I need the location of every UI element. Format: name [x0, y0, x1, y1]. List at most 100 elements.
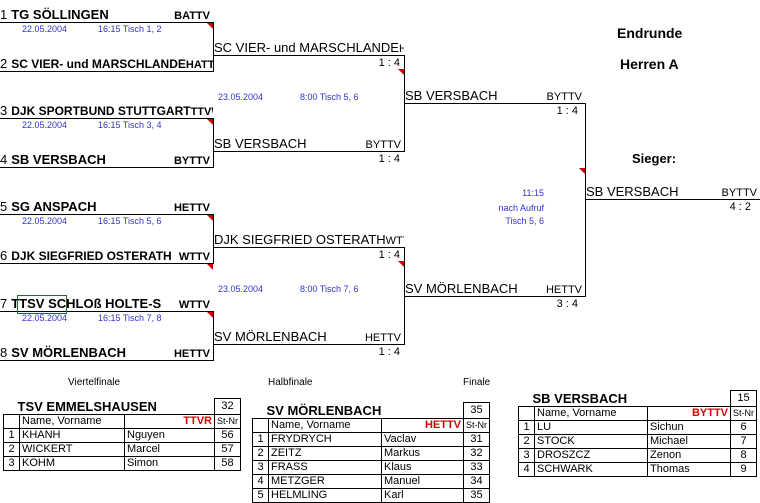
match-score: 1 : 4	[378, 346, 400, 358]
player-last-name: SCHWARK	[534, 461, 648, 477]
column-header-stnr: St-Nr	[463, 417, 490, 433]
team-verband: HATTV	[399, 43, 404, 55]
comment-marker-icon	[207, 264, 213, 270]
team-name-text: DJK SIEGFRIED OSTERATH	[214, 232, 386, 247]
player-number: 1	[518, 419, 535, 435]
player-number: 2	[518, 433, 535, 449]
player-first-name: Nguyen	[124, 427, 215, 443]
team-verband: WTTV	[385, 235, 404, 247]
team-verband: WTTV	[178, 251, 210, 263]
team-verband: HETTV	[173, 348, 210, 360]
player-stnr: 57	[214, 441, 241, 457]
match-time-table: 8:00 Tisch 7, 6	[300, 284, 359, 294]
team-verband: HATTV	[185, 59, 213, 71]
comment-marker-icon	[207, 312, 213, 318]
bracket-slot[interactable]: SV MÖRLENBACH HETTV	[214, 328, 404, 345]
player-stnr: 56	[214, 427, 241, 443]
final-table: Tisch 5, 6	[505, 216, 544, 226]
player-number: 3	[252, 459, 269, 475]
team-verband: BYTTV	[173, 155, 210, 167]
bracket-connector	[213, 22, 214, 72]
team-stnr: 15	[730, 390, 757, 407]
selected-cell[interactable]	[17, 295, 67, 314]
player-number: 3	[518, 447, 535, 463]
player-last-name: LU	[534, 419, 648, 435]
match-date: 23.05.2004	[218, 284, 264, 294]
player-first-name: Zenon	[647, 447, 731, 463]
team-name-text: SC VIER- und MARSCHLANDE	[11, 57, 186, 71]
comment-marker-icon	[398, 69, 404, 75]
match-date: 22.05.2004	[22, 120, 68, 130]
team-name-text: SV MÖRLENBACH	[11, 345, 127, 360]
team-name: SV MÖRLENBACH	[266, 402, 382, 418]
team-verband: WTTV	[178, 299, 210, 311]
player-stnr: 6	[730, 419, 757, 435]
player-number: 1	[3, 427, 20, 443]
team-name: SB VERSBACH	[405, 88, 497, 103]
bracket-slot[interactable]: SC VIER- und MARSCHLANDEHATTV	[214, 39, 404, 56]
team-verband: TTVWH	[190, 106, 213, 118]
page-subtitle: Herren A	[620, 56, 679, 72]
team-name-text: TTSV SCHLOß HOLTE-S	[11, 296, 162, 311]
match-date: 23.05.2004	[218, 92, 264, 102]
final-note: nach Aufruf	[498, 203, 544, 213]
player-last-name: KOHM	[19, 455, 125, 471]
row-number-header	[518, 405, 535, 421]
player-stnr: 9	[730, 461, 757, 477]
comment-marker-icon	[207, 23, 213, 29]
player-last-name: HELMLING	[268, 487, 382, 503]
column-header-stnr: St-Nr	[730, 405, 757, 421]
comment-marker-icon	[398, 261, 404, 267]
player-first-name: Simon	[124, 455, 215, 471]
team-name-text: SG ANSPACH	[11, 199, 97, 214]
bracket-slot[interactable]: 2SC VIER- und MARSCHLANDEHATTV	[0, 55, 213, 72]
player-last-name: METZGER	[268, 473, 382, 489]
team-verband: BATTV	[174, 10, 210, 22]
column-header-name: Name, Vorname	[268, 417, 382, 433]
player-stnr: 58	[214, 455, 241, 471]
player-number: 1	[252, 431, 269, 447]
team-verband: TTVR	[124, 413, 215, 429]
match-score: 1 : 4	[378, 249, 400, 261]
player-number: 4	[518, 461, 535, 477]
team-stnr: 35	[463, 402, 490, 419]
match-date: 22.05.2004	[22, 24, 68, 34]
column-header-stnr: St-Nr	[214, 413, 241, 429]
seed-number: 7	[0, 296, 8, 311]
team-name: SV MÖRLENBACH	[214, 329, 327, 344]
comment-marker-icon	[579, 168, 585, 174]
player-stnr: 8	[730, 447, 757, 463]
team-verband: HETTV	[364, 332, 401, 344]
stage-label-sf: Halbfinale	[268, 377, 313, 388]
